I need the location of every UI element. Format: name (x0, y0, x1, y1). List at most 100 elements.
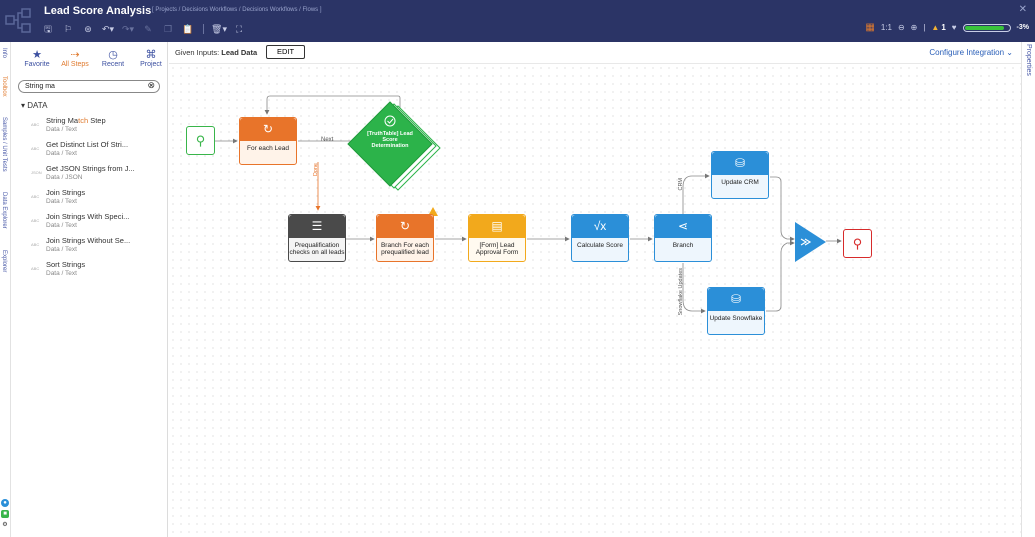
copy-icon[interactable]: ❐ (163, 24, 173, 34)
vtab-explorer[interactable]: Explorer (1, 250, 7, 273)
configure-integration-dropdown[interactable]: Configure Integration ⌄ (929, 48, 1013, 57)
database-icon: ⛁ (712, 152, 768, 175)
settings-icon[interactable]: ⚙ (1, 521, 9, 529)
zoom-ratio[interactable]: 1:1 (880, 23, 892, 32)
zoom-out-icon[interactable]: ⊖ (897, 23, 905, 32)
start-step[interactable]: ⚲ (186, 126, 215, 155)
vtab-samples-unit-tests[interactable]: Samples / Unit Tests (1, 117, 7, 172)
debug-icon[interactable]: ⊛ (84, 24, 92, 34)
clear-search-icon[interactable]: ⊗ (147, 80, 155, 90)
health-bar-fill (964, 25, 1005, 30)
edge-next-label: Next (321, 137, 334, 143)
flag-icon[interactable]: ⚐ (63, 24, 73, 34)
end-step[interactable]: ⚲ (843, 229, 872, 258)
zoom-in-icon[interactable]: ⊕ (910, 23, 918, 32)
save-icon[interactable]: 🖫 (44, 24, 52, 34)
item-category: Data / Text (46, 222, 77, 229)
toolbox-search-input[interactable]: String ma ⊗ (18, 80, 160, 93)
chat-icon[interactable]: ● (1, 499, 9, 507)
item-name: Get Distinct List Of Stri... (46, 140, 129, 149)
step-label: For each Lead (247, 145, 289, 152)
left-vertical-tabs: Info Toolbox Samples / Unit Tests Data E… (0, 42, 11, 537)
category-label: Recent (101, 61, 125, 68)
item-category: Data / Text (46, 246, 77, 253)
given-inputs-value: Lead Data (221, 48, 258, 57)
category-favorite[interactable]: ★Favorite (19, 48, 55, 68)
step-calculate-score[interactable]: √x Calculate Score (571, 214, 629, 262)
item-name: String Match Step (46, 116, 106, 125)
delete-icon[interactable]: 🗑▾ (211, 24, 227, 34)
flow-title: Lead Score Analysis (44, 5, 152, 17)
clock-icon: ◷ (108, 49, 118, 61)
toolbox-item[interactable]: ABC String Match Step Data / Text (31, 116, 161, 140)
app-logo-icon (5, 8, 31, 33)
pin-icon[interactable]: ✎ (144, 24, 152, 34)
text-type-icon: ABC (31, 218, 40, 223)
paste-icon[interactable]: 📋 (182, 24, 194, 34)
undo-icon[interactable]: ↶▾ (101, 24, 115, 34)
step-branch[interactable]: ⋖ Branch (654, 214, 712, 262)
edge-done-label: Done (313, 163, 319, 177)
vtab-info[interactable]: Info (1, 48, 7, 59)
warning-count: 1 (941, 23, 946, 32)
group-label: DATA (27, 101, 48, 110)
toolbox-item[interactable]: ABC Join Strings With Speci... Data / Te… (31, 212, 161, 236)
category-recent[interactable]: ◷Recent (95, 48, 131, 68)
step-update-snowflake[interactable]: ⛁ Update Snowflake (707, 287, 765, 335)
vtab-toolbox[interactable]: Toolbox (1, 76, 7, 97)
close-icon[interactable]: ✕ (1018, 4, 1027, 15)
caret-down-icon: ▾ (21, 101, 28, 110)
toolbar-divider: | (923, 23, 926, 32)
item-name: Sort Strings (46, 260, 86, 269)
edge-snowflake-label: Snowflake Updates (678, 268, 684, 316)
database-icon: ⛁ (708, 288, 764, 311)
flow-canvas[interactable] (169, 64, 1021, 537)
list-icon: ☰ (289, 215, 345, 238)
step-label: [Form] Lead Approval Form (475, 242, 519, 256)
group-data-toggle[interactable]: ▾ DATA (21, 101, 47, 110)
canvas-topbar: Given Inputs: Lead Data EDIT Configure I… (169, 42, 1021, 64)
breadcrumb[interactable]: [ Projects / Decisions Workflows / Decis… (152, 7, 322, 13)
step-lead-approval-form[interactable]: ▤ [Form] Lead Approval Form (468, 214, 526, 262)
vtab-data-explorer[interactable]: Data Explorer (1, 192, 7, 229)
form-icon: ▤ (469, 215, 525, 238)
step-label: Branch For each prequalified lead (380, 242, 430, 256)
category-all-steps[interactable]: ⇢All Steps (57, 48, 93, 68)
text-type-icon: ABC (31, 194, 40, 199)
step-update-crm[interactable]: ⛁ Update CRM (711, 151, 769, 199)
category-project[interactable]: ⌘Project (133, 48, 169, 68)
edge-crm-label: CRM (678, 178, 684, 191)
app-header: Lead Score Analysis [ Projects / Decisio… (0, 0, 1035, 42)
step-label: Prequalification checks on all leads (289, 242, 345, 256)
step-branch-for-each[interactable]: ↻ Branch For each prequalified lead (376, 214, 434, 262)
toolbox-categories: ★Favorite ⇢All Steps ◷Recent ⌘Project (19, 48, 169, 68)
redo-icon[interactable]: ↷▾ (121, 24, 135, 34)
toolbox-item[interactable]: ABC Sort Strings Data / Text (31, 260, 161, 284)
grid-icon[interactable]: ▦ (865, 22, 875, 33)
hierarchy-icon[interactable]: ⛶ (235, 24, 243, 34)
edit-inputs-button[interactable]: EDIT (266, 45, 305, 59)
toolbox-item[interactable]: ABC Get Distinct List Of Stri... Data / … (31, 140, 161, 164)
step-for-each-lead[interactable]: ↻ For each Lead (239, 117, 297, 165)
help-icon[interactable]: ■ (1, 510, 9, 518)
health-percent: -3% (1016, 24, 1029, 31)
item-name: Join Strings (46, 188, 86, 197)
toolbox-item[interactable]: JSON Get JSON Strings from J... Data / J… (31, 164, 161, 188)
branch-icon: ⋖ (655, 215, 711, 238)
start-pin-icon: ⚲ (195, 133, 206, 148)
json-type-icon: JSON (31, 170, 42, 175)
loop-icon: ↻ (377, 215, 433, 238)
step-prequalification[interactable]: ☰ Prequalification checks on all leads (288, 214, 346, 262)
step-label: Calculate Score (577, 242, 623, 249)
text-type-icon: ABC (31, 122, 40, 127)
truth-table-label: [TruthTable] Lead Score Determination (367, 131, 413, 149)
star-icon: ★ (32, 49, 42, 61)
step-label: Update Snowflake (709, 315, 763, 322)
step-label: Branch (672, 242, 694, 249)
health-bar (962, 23, 1011, 32)
toolbox-item[interactable]: ABC Join Strings Data / Text (31, 188, 161, 212)
step-label: Update CRM (721, 179, 759, 186)
warning-icon[interactable]: ▲1 (931, 23, 946, 32)
toolbox-item[interactable]: ABC Join Strings Without Se... Data / Te… (31, 236, 161, 260)
vtab-properties[interactable]: Properties (1025, 44, 1032, 76)
